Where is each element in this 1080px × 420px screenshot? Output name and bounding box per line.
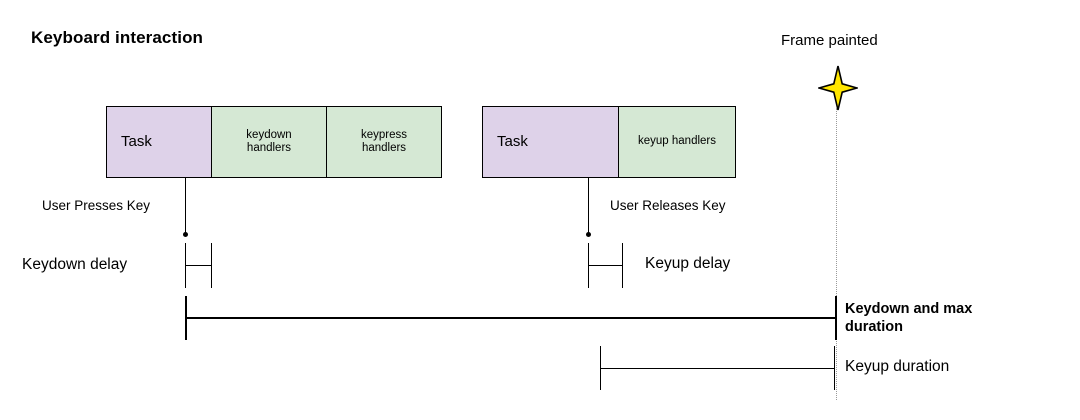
keydown-duration-end-tick: [835, 296, 837, 340]
page-title: Keyboard interaction: [31, 28, 204, 47]
keydown-max-duration-label: Keydown and max duration: [845, 301, 973, 336]
keyup-handlers-block: keyup handlers: [618, 106, 736, 178]
keypress-handlers-label: keypress handlers: [360, 128, 408, 154]
four-point-star-icon: [816, 65, 860, 111]
task-block-1: Task: [106, 106, 212, 178]
user-releases-key-label: User Releases Key: [610, 198, 726, 213]
keyup-duration-span: [600, 368, 835, 369]
keydown-event-dot: [183, 232, 188, 237]
keyup-handlers-label: keyup handlers: [638, 135, 716, 148]
keydown-event-connector: [185, 178, 186, 235]
keypress-handlers-block: keypress handlers: [326, 106, 442, 178]
task-block-2: Task: [482, 106, 619, 178]
keydown-delay-span: [185, 265, 212, 266]
keydown-handlers-label: keydown handlers: [246, 128, 292, 154]
keyup-duration-label: Keyup duration: [845, 358, 950, 375]
frame-painted-guide-line: [836, 108, 837, 400]
task-group-keyup: Task keyup handlers: [482, 106, 736, 178]
keydown-handlers-block: keydown handlers: [211, 106, 327, 178]
keydown-delay-label: Keydown delay: [22, 256, 128, 273]
user-presses-key-label: User Presses Key: [42, 198, 151, 213]
keydown-duration-span: [186, 317, 836, 319]
keyup-delay-span: [588, 265, 623, 266]
task-group-keydown: Task keydown handlers keypress handlers: [106, 106, 443, 178]
frame-painted-label: Frame painted: [781, 32, 878, 49]
keyup-delay-label: Keyup delay: [645, 255, 731, 272]
keyup-event-connector: [588, 178, 589, 235]
keyup-event-dot: [586, 232, 591, 237]
task-block-2-label: Task: [497, 133, 528, 151]
task-block-1-label: Task: [121, 133, 152, 151]
